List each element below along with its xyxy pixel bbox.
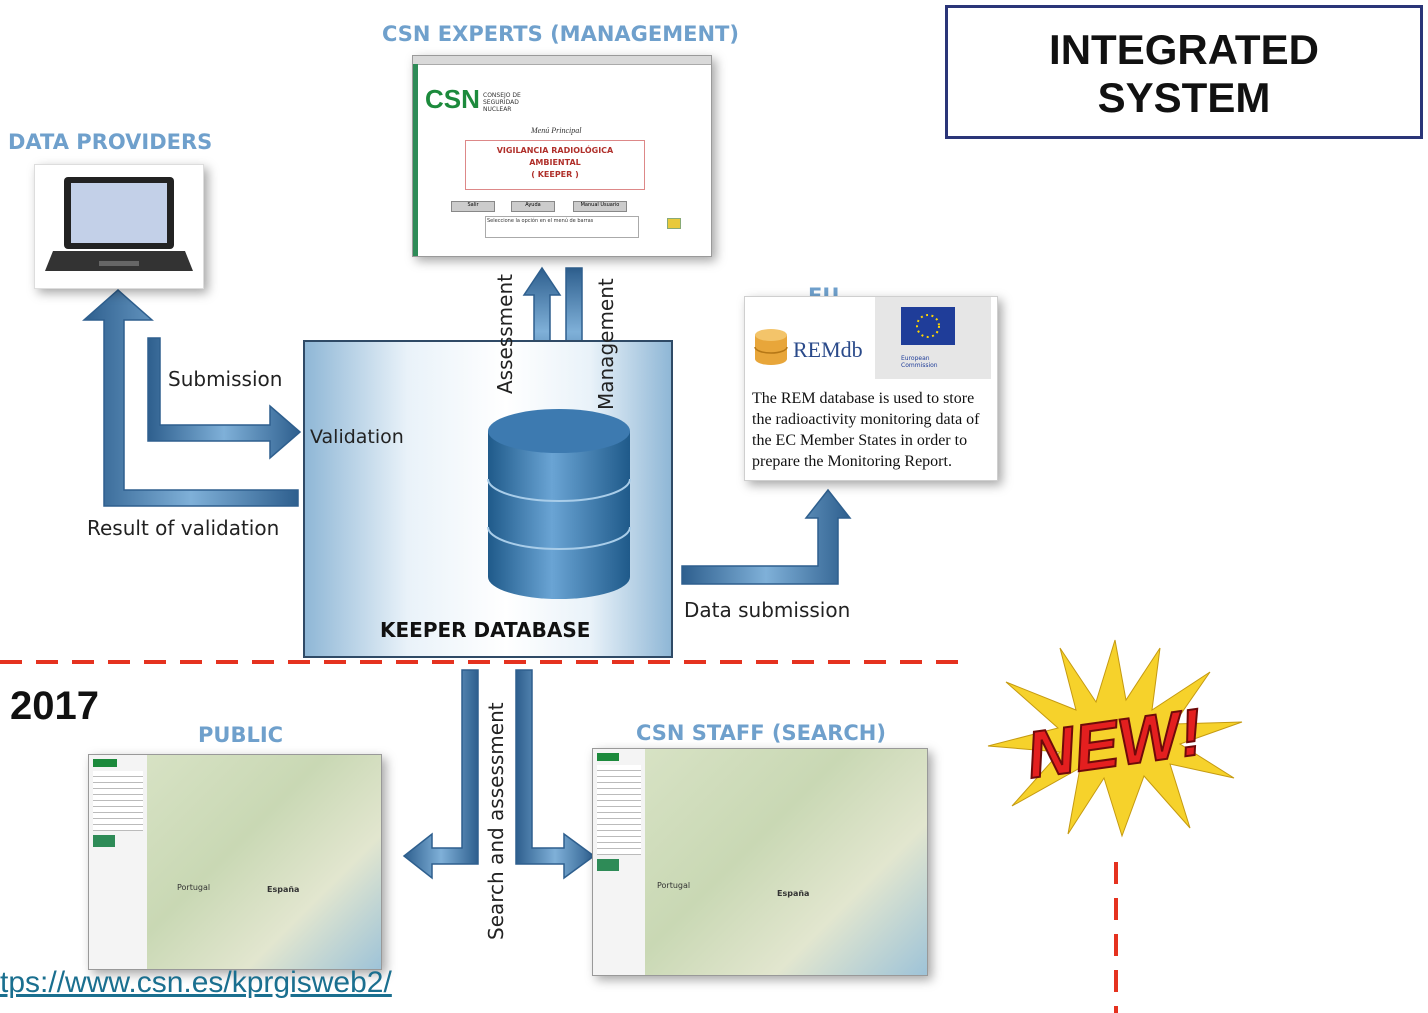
- integrated-system-box: INTEGRATED SYSTEM: [945, 5, 1423, 139]
- integrated-line1: INTEGRATED: [1049, 26, 1319, 73]
- experts-title: CSN EXPERTS (MANAGEMENT): [382, 22, 739, 46]
- csn-link[interactable]: tps://www.csn.es/kprgisweb2/: [0, 966, 392, 999]
- staff-map-sidebar: [593, 749, 646, 975]
- search-public-arrow: [402, 669, 479, 880]
- espana-label-staff: España: [777, 889, 810, 898]
- submission-label: Submission: [168, 367, 283, 391]
- year-label: 2017: [10, 684, 99, 728]
- panel-line2: AMBIENTAL: [529, 158, 581, 167]
- laptop-icon: [45, 177, 193, 271]
- eu-card: REMdb European Commission: [744, 296, 998, 481]
- help-button[interactable]: Ayuda: [511, 201, 555, 212]
- providers-title: DATA PROVIDERS: [8, 130, 213, 154]
- result-label: Result of validation: [87, 516, 280, 540]
- eu-description: The REM database is used to store the ra…: [752, 390, 980, 470]
- new-badge: NEW!: [987, 639, 1243, 838]
- public-title: PUBLIC: [198, 723, 284, 747]
- mail-icon[interactable]: [667, 218, 681, 229]
- espana-label: España: [267, 885, 300, 894]
- portugal-label-staff: Portugal: [657, 881, 691, 890]
- side-stripe: [413, 64, 418, 256]
- status-box: Seleccione la opción en el menú de barra…: [485, 216, 639, 238]
- laptop-card: [34, 164, 204, 289]
- staff-map-canvas[interactable]: Portugal España: [645, 749, 927, 975]
- experts-screenshot: CSN CONSEJO DE SEGURIDAD NUCLEAR Menú Pr…: [412, 55, 712, 257]
- result-arrow: [82, 288, 299, 507]
- csn-logo: CSN: [425, 84, 480, 114]
- keeper-title: KEEPER DATABASE: [380, 618, 591, 642]
- database-icon: [487, 409, 631, 599]
- data-submission-label: Data submission: [684, 598, 851, 622]
- menu-title: Menú Principal: [531, 126, 582, 135]
- validation-label: Validation: [310, 426, 404, 448]
- public-map-sidebar: [89, 755, 148, 969]
- manual-button[interactable]: Manual Usuario: [573, 201, 627, 212]
- portugal-label: Portugal: [177, 883, 211, 892]
- new-burst: [987, 639, 1243, 838]
- submission-arrow: [147, 337, 302, 460]
- data-submission-arrow: [681, 488, 852, 585]
- ec-building: European Commission: [875, 297, 991, 379]
- search-assessment-label: Search and assessment: [484, 702, 508, 940]
- panel-line3: ( KEEPER ): [531, 170, 579, 179]
- search-staff-arrow: [515, 669, 596, 880]
- exit-button[interactable]: Salir: [451, 201, 495, 212]
- staff-title: CSN STAFF (SEARCH): [636, 721, 886, 745]
- remdb-db-icon: [754, 329, 788, 365]
- remdb-label: REMdb: [793, 337, 863, 362]
- staff-map-screenshot: Portugal España: [592, 748, 928, 976]
- org-name: CONSEJO DE SEGURIDAD NUCLEAR: [483, 92, 521, 113]
- management-label: Management: [594, 278, 618, 410]
- menu-bar: [413, 56, 711, 65]
- public-map-screenshot: Portugal España: [88, 754, 382, 970]
- public-map-canvas[interactable]: Portugal España: [147, 755, 381, 969]
- ec-label: European Commission: [901, 355, 938, 369]
- assessment-label: Assessment: [493, 274, 517, 394]
- eu-flag-icon: [901, 307, 955, 345]
- integrated-line2: SYSTEM: [1097, 74, 1271, 121]
- panel-line1: VIGILANCIA RADIOLÓGICA: [496, 146, 614, 155]
- keeper-panel: VIGILANCIA RADIOLÓGICA AMBIENTAL ( KEEPE…: [465, 140, 645, 190]
